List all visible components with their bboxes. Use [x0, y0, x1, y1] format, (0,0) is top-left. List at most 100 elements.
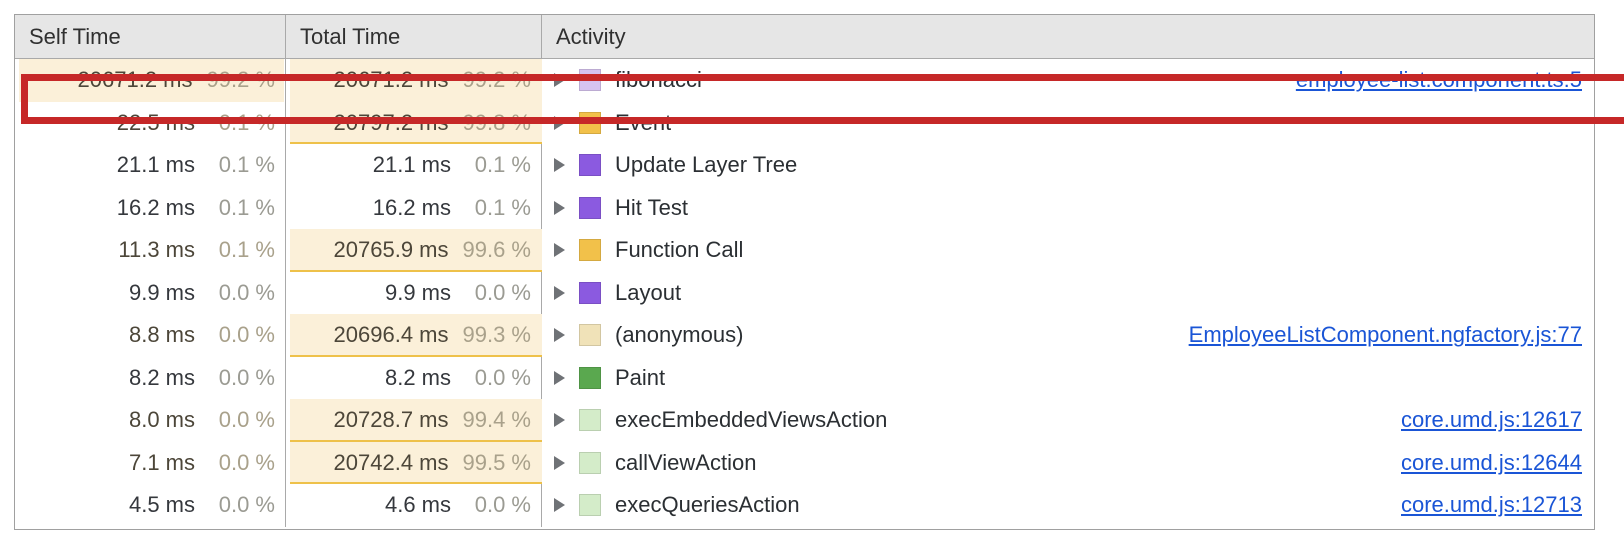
cell-activity: callViewAction core.umd.js:12644 [542, 442, 1594, 485]
expand-triangle-icon[interactable] [554, 328, 565, 343]
self-time-percent: 0.1 % [218, 152, 275, 178]
source-location-link[interactable]: employee-list.component.ts:5 [1295, 67, 1582, 93]
cell-activity: (anonymous)EmployeeListComponent.ngfacto… [542, 314, 1594, 357]
total-time-percent: 99.3 % [462, 322, 532, 348]
source-location-link[interactable]: core.umd.js:12644 [1401, 449, 1582, 475]
total-time-percent: 0.0 % [474, 492, 531, 518]
expand-triangle-icon[interactable] [554, 73, 565, 88]
total-time-values: 21.1 ms 0.1 % [373, 152, 531, 178]
self-time-values: 11.3 ms 0.1 % [118, 237, 275, 263]
activity-label: callViewAction [615, 449, 757, 475]
expand-triangle-icon[interactable] [554, 285, 565, 300]
self-time-values: 21.1 ms 0.1 % [117, 152, 275, 178]
expand-triangle-icon[interactable] [554, 115, 565, 130]
activity-color-swatch [579, 111, 601, 134]
column-header-total-time[interactable]: Total Time [286, 15, 542, 58]
expand-triangle-icon[interactable] [554, 158, 565, 173]
expand-triangle-icon[interactable] [554, 413, 565, 428]
source-location-link[interactable]: core.umd.js:12713 [1401, 492, 1582, 518]
activity-color-swatch [579, 196, 601, 219]
activity-label: Layout [615, 279, 682, 305]
cell-activity: Paint [542, 357, 1594, 400]
expand-triangle-icon[interactable] [554, 455, 565, 470]
column-header-self-time-label: Self Time [29, 23, 121, 49]
total-time-bar [290, 399, 543, 442]
self-time-ms: 21.1 ms [116, 152, 195, 178]
total-time-percent: 0.0 % [474, 279, 531, 305]
expand-triangle-icon[interactable] [554, 243, 565, 258]
total-time-percent: 99.5 % [462, 449, 532, 475]
self-time-ms: 11.3 ms [118, 237, 195, 263]
column-header-self-time[interactable]: Self Time [15, 15, 286, 58]
total-time-ms: 20671.2 ms [333, 67, 449, 93]
total-time-percent: 99.2 % [462, 67, 532, 93]
activity-color-swatch [579, 409, 601, 432]
expand-triangle-icon[interactable] [554, 200, 565, 215]
total-time-percent: 99.8 % [462, 109, 532, 135]
self-time-ms: 16.2 ms [116, 194, 195, 220]
self-time-ms: 8.8 ms [128, 322, 195, 348]
self-time-percent: 0.1 % [218, 237, 275, 263]
cell-total-time: 20671.2 ms 99.2 % [286, 59, 543, 102]
cell-self-time: 11.3 ms 0.1 % [15, 229, 286, 272]
activity-label: Function Call [615, 237, 744, 263]
total-time-percent: 0.1 % [474, 152, 531, 178]
self-time-ms: 7.1 ms [128, 449, 195, 475]
source-location-link[interactable]: EmployeeListComponent.ngfactory.js:77 [1188, 322, 1582, 348]
cell-self-time: 8.8 ms 0.0 % [15, 314, 286, 357]
total-time-values: 20671.2 ms 99.2 % [334, 67, 531, 93]
self-time-percent: 0.0 % [218, 322, 275, 348]
column-header-total-time-label: Total Time [300, 23, 401, 49]
total-time-ms: 4.6 ms [384, 492, 451, 518]
total-time-ms: 21.1 ms [372, 152, 451, 178]
source-location-link[interactable]: core.umd.js:12617 [1401, 407, 1582, 433]
expand-triangle-icon[interactable] [554, 498, 565, 513]
self-time-percent: 0.0 % [218, 492, 275, 518]
total-time-bar [290, 229, 543, 272]
column-header-activity[interactable]: Activity [542, 15, 1594, 58]
total-time-bar [290, 441, 543, 484]
expand-triangle-icon[interactable] [554, 370, 565, 385]
total-time-values: 20797.2 ms 99.8 % [334, 110, 531, 136]
activity-color-swatch [579, 494, 601, 517]
total-time-ms: 16.2 ms [372, 194, 451, 220]
self-time-percent: 0.0 % [218, 449, 275, 475]
self-time-ms: 22.5 ms [116, 109, 195, 135]
total-time-ms: 20797.2 ms [333, 109, 449, 135]
activity-color-swatch [579, 451, 601, 474]
activity-color-swatch [579, 281, 601, 304]
activity-color-swatch [579, 69, 601, 92]
activity-color-swatch [579, 324, 601, 347]
